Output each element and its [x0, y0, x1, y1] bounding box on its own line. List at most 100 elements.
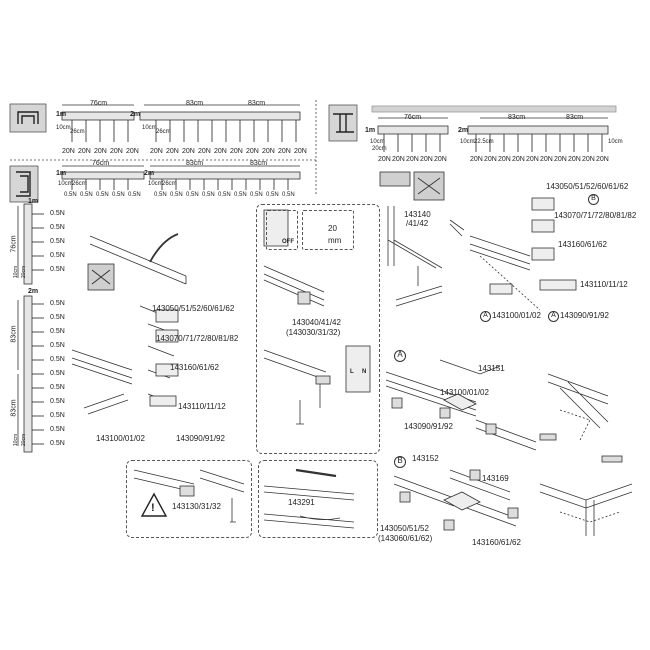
- load-label: 20N: [512, 156, 525, 163]
- load-label: 20N: [94, 148, 107, 155]
- panel-power-off: [266, 210, 298, 250]
- part-143130-label: 143130/31/32: [172, 502, 221, 511]
- circle-a-marker: A: [480, 311, 491, 322]
- load-label: 0.5N: [250, 192, 263, 198]
- load-label: 0.5N: [282, 192, 295, 198]
- length-1m-label: 1m: [56, 111, 67, 118]
- part-143152-label: 143152: [412, 454, 439, 463]
- part-143140-suffix: /41/42: [406, 219, 429, 228]
- vertical-1m-label: 1m: [28, 198, 39, 205]
- gap-26b-label: 26cm: [156, 129, 171, 135]
- load-label: 20N: [294, 148, 307, 155]
- panel-strip-length: [302, 210, 354, 250]
- load-label: 0.5N: [50, 384, 65, 391]
- load-label: 0.5N: [154, 192, 167, 198]
- load-label: 20N: [406, 156, 419, 163]
- gap-225-label: 22.5cm: [474, 139, 494, 145]
- dim-76-label: 76cm: [92, 160, 110, 167]
- load-label: 20N: [246, 148, 259, 155]
- vertical-2m-dim-a: 83cm: [10, 325, 18, 343]
- vertical-2m-gap20: 20cm: [21, 433, 28, 447]
- part-143110-label: 143110/11/12: [580, 280, 628, 289]
- power-off-label: OFF: [282, 239, 294, 245]
- vertical-1m-gap10: 10cm: [13, 265, 20, 279]
- part-143090-label: 143090/91/92: [560, 311, 609, 320]
- part-143090-label: 143090/91/92: [176, 434, 225, 443]
- load-label: 0.5N: [96, 192, 109, 198]
- section-b-marker: B: [394, 456, 406, 468]
- load-label: 20N: [378, 156, 391, 163]
- load-label: 20N: [540, 156, 553, 163]
- load-label: 20N: [278, 148, 291, 155]
- load-label: 0.5N: [112, 192, 125, 198]
- part-143100-label: 143100/01/02: [492, 311, 541, 320]
- load-label: 20N: [554, 156, 567, 163]
- part-143100-label: 143100/01/02: [96, 434, 145, 443]
- load-label: 0.5N: [186, 192, 199, 198]
- part-143090-label: 143090/91/92: [404, 422, 453, 431]
- part-143030-label: (143030/31/32): [286, 328, 341, 337]
- gap-10b-label: 10cm: [148, 181, 163, 187]
- dim-83b-label: 83cm: [566, 114, 584, 121]
- load-label: 0.5N: [50, 252, 65, 259]
- load-label: 0.5N: [50, 440, 65, 447]
- load-label: 20N: [110, 148, 123, 155]
- load-label: 0.5N: [50, 370, 65, 377]
- length-2m-label: 2m: [458, 127, 469, 134]
- load-label: 0.5N: [50, 224, 65, 231]
- dim-83a-label: 83cm: [508, 114, 526, 121]
- strip-length-unit: mm: [328, 236, 342, 245]
- panel-endcap: [126, 460, 252, 538]
- part-143040-label: 143040/41/42: [292, 318, 341, 327]
- length-2m-label: 2m: [130, 111, 141, 118]
- load-label: 0.5N: [202, 192, 215, 198]
- gap-20-label: 20cm: [372, 146, 387, 152]
- load-label: 20N: [568, 156, 581, 163]
- load-label: 0.5N: [64, 192, 77, 198]
- load-label: 0.5N: [50, 356, 65, 363]
- profile-icon-pendant: [328, 104, 358, 142]
- profile-icon-surface: [9, 103, 47, 133]
- warning-icon: !: [151, 502, 155, 514]
- part-143151-label: 143151: [478, 364, 505, 373]
- strip-length-value: 20: [328, 224, 337, 233]
- part-143100-label: 143100/01/02: [440, 388, 489, 397]
- dim-83b-label: 83cm: [250, 160, 268, 167]
- length-1m-label: 1m: [56, 170, 67, 177]
- dim-83a-label: 83cm: [186, 100, 204, 107]
- part-143070-label: 143070/71/72/80/81/82: [554, 211, 637, 220]
- load-label: 20N: [182, 148, 195, 155]
- dim-83a-label: 83cm: [186, 160, 204, 167]
- load-label: 0.5N: [50, 314, 65, 321]
- load-label: 20N: [498, 156, 511, 163]
- load-label: 0.5N: [50, 426, 65, 433]
- part-143060-label: (143060/61/62): [378, 534, 433, 543]
- load-label: 20N: [392, 156, 405, 163]
- part-143169-label: 143169: [482, 474, 509, 483]
- circle-a-marker: A: [548, 311, 559, 322]
- load-label: 20N: [198, 148, 211, 155]
- vertical-1m-gap20: 20cm: [21, 265, 28, 279]
- panel-cover-strip: [258, 460, 378, 538]
- load-label: 0.5N: [50, 300, 65, 307]
- part-143160-label: 143160/61/62: [170, 363, 219, 372]
- load-label: 0.5N: [50, 412, 65, 419]
- vertical-2m-label: 2m: [28, 288, 39, 295]
- load-label: 0.5N: [50, 342, 65, 349]
- part-143160-label: 143160/61/62: [558, 240, 607, 249]
- dim-83b-label: 83cm: [248, 100, 266, 107]
- n-terminal-label: N: [362, 369, 367, 375]
- load-label: 0.5N: [170, 192, 183, 198]
- part-143110-label: 143110/11/12: [178, 402, 226, 411]
- part-143050-label: 143050/51/52/60/61/62: [546, 182, 629, 191]
- section-a-marker: A: [394, 350, 406, 362]
- load-label: 0.5N: [50, 328, 65, 335]
- dim-76-label: 76cm: [404, 114, 422, 121]
- dim-76-label: 76cm: [90, 100, 108, 107]
- load-label: 20N: [166, 148, 179, 155]
- vertical-2m-dim-b: 83cm: [10, 399, 18, 417]
- load-label: 20N: [126, 148, 139, 155]
- load-label: 0.5N: [80, 192, 93, 198]
- load-label: 20N: [420, 156, 433, 163]
